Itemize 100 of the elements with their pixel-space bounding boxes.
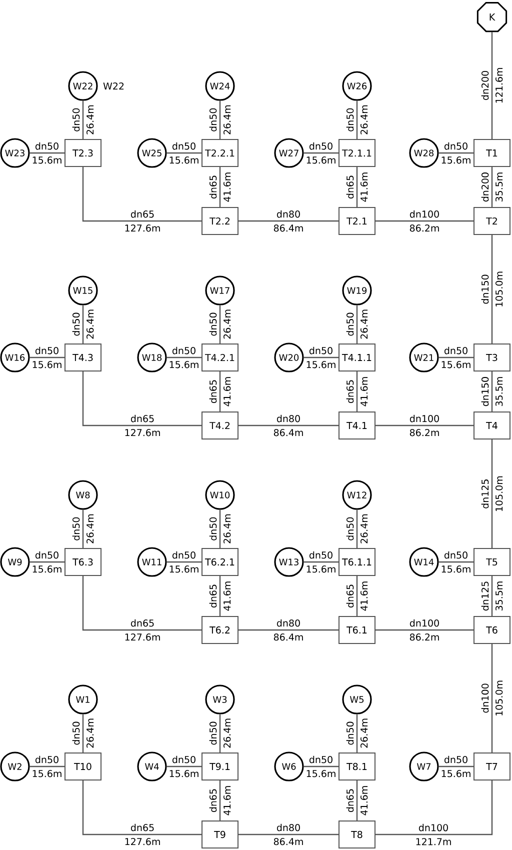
edge-label: dn80 86.4m bbox=[274, 210, 303, 232]
connector-line bbox=[238, 220, 338, 222]
edge-label: dn65 41.6m bbox=[209, 172, 231, 202]
edge-label: dn50 15.6m bbox=[32, 346, 62, 368]
junction-box: T2.3 bbox=[64, 139, 102, 167]
junction-box: T10 bbox=[64, 752, 102, 780]
connector-line bbox=[376, 780, 493, 836]
connector-line bbox=[491, 235, 493, 344]
connector-line bbox=[491, 167, 493, 207]
connector-line bbox=[219, 714, 221, 752]
junction-box: T6.3 bbox=[64, 548, 102, 576]
junction-box: T8 bbox=[338, 820, 376, 848]
connector-line bbox=[219, 510, 221, 548]
edge-label: dn65 127.6m bbox=[125, 619, 160, 641]
connector-line bbox=[304, 152, 338, 154]
edge-label: dn65 41.6m bbox=[346, 377, 368, 406]
junction-box: T9 bbox=[202, 820, 238, 848]
circle-node: W20 bbox=[274, 342, 304, 372]
junction-box: T2.2.1 bbox=[202, 139, 238, 167]
connector-line bbox=[491, 576, 493, 616]
circle-node: W18 bbox=[137, 342, 167, 372]
circle-node: W4 bbox=[137, 752, 167, 782]
circle-node: W9 bbox=[0, 547, 30, 577]
connector-line bbox=[219, 100, 221, 139]
connector-line bbox=[30, 766, 64, 768]
connector-line bbox=[491, 372, 493, 412]
circle-node: W23 bbox=[0, 138, 30, 168]
junction-box: T6.1 bbox=[338, 616, 376, 644]
circle-node: W11 bbox=[137, 547, 167, 577]
junction-box: T4.3 bbox=[64, 344, 102, 372]
circle-node: W17 bbox=[205, 276, 235, 306]
edge-label: dn100 86.2m bbox=[410, 414, 439, 436]
connector-line bbox=[356, 305, 358, 344]
connector-line bbox=[82, 714, 84, 752]
connector-line bbox=[356, 780, 358, 820]
circle-node: W14 bbox=[409, 547, 439, 577]
edge-label: dn50 15.6m bbox=[32, 756, 62, 778]
connector-line bbox=[491, 440, 493, 548]
circle-node: W13 bbox=[274, 547, 304, 577]
connector-line bbox=[356, 576, 358, 616]
connector-line bbox=[376, 220, 474, 222]
junction-box: T2 bbox=[474, 207, 510, 235]
edge-label: dn50 15.6m bbox=[442, 142, 470, 164]
connector-line bbox=[304, 561, 338, 563]
connector-line bbox=[356, 167, 358, 207]
edge-label: dn50 26.4m bbox=[209, 718, 231, 748]
edge-label: dn80 86.4m bbox=[274, 824, 303, 846]
junction-box: T6.2.1 bbox=[202, 548, 238, 576]
circle-node: W26 bbox=[342, 71, 372, 101]
edge-label: dn100 121.7m bbox=[416, 824, 451, 846]
connector-line bbox=[438, 356, 474, 358]
circle-node: W6 bbox=[274, 752, 304, 782]
edge-label: dn200 35.5m bbox=[481, 172, 503, 202]
connector-line bbox=[219, 576, 221, 616]
circle-node: W28 bbox=[409, 138, 439, 168]
junction-box: T9.1 bbox=[202, 752, 238, 780]
connector-line bbox=[82, 372, 202, 426]
circle-node: W24 bbox=[205, 71, 235, 101]
edge-label: dn50 15.6m bbox=[306, 551, 336, 573]
edge-label: dn50 15.6m bbox=[170, 551, 198, 573]
connector-line bbox=[82, 305, 84, 344]
edge-label: dn50 26.4m bbox=[346, 718, 368, 748]
connector-line bbox=[219, 305, 221, 344]
circle-node: W25 bbox=[137, 138, 167, 168]
connector-line bbox=[356, 510, 358, 548]
edge-label: dn50 15.6m bbox=[306, 756, 336, 778]
circle-node: W22 bbox=[68, 71, 98, 101]
edge-label: dn50 26.4m bbox=[72, 514, 94, 544]
circle-node: W21 bbox=[409, 342, 439, 372]
junction-box: T4 bbox=[474, 412, 510, 440]
edge-label: dn50 15.6m bbox=[442, 756, 470, 778]
edge-label: dn65 41.6m bbox=[209, 582, 231, 611]
connector-line bbox=[30, 152, 64, 154]
edge-label: dn50 26.4m bbox=[72, 105, 94, 134]
junction-box: T4.1 bbox=[338, 412, 376, 440]
circle-node: W3 bbox=[205, 684, 235, 714]
edge-label: dn50 15.6m bbox=[306, 142, 336, 164]
circle-node: W10 bbox=[205, 480, 235, 510]
junction-box: T7 bbox=[474, 752, 510, 780]
edge-label: dn50 15.6m bbox=[32, 142, 62, 164]
circle-node: W19 bbox=[342, 276, 372, 306]
connector-line bbox=[304, 766, 338, 768]
edge-label: dn50 26.4m bbox=[209, 310, 231, 339]
junction-box: T3 bbox=[474, 344, 510, 372]
edge-label: dn50 15.6m bbox=[170, 756, 198, 778]
junction-box: T6 bbox=[474, 616, 510, 644]
edge-label: dn50 15.6m bbox=[170, 346, 198, 368]
edge-label: dn65 41.6m bbox=[209, 786, 231, 816]
edge-label: dn50 15.6m bbox=[170, 142, 198, 164]
connector-line bbox=[82, 100, 84, 139]
circle-node: W12 bbox=[342, 480, 372, 510]
connector-line bbox=[376, 629, 474, 631]
connector-line bbox=[219, 372, 221, 412]
connector-line bbox=[166, 561, 202, 563]
edge-label: dn200 121.6m bbox=[481, 68, 503, 103]
edge-label: dn50 15.6m bbox=[306, 346, 336, 368]
connector-line bbox=[82, 576, 202, 631]
circle-node: W2 bbox=[0, 752, 30, 782]
connector-line bbox=[438, 152, 474, 154]
connector-line bbox=[166, 356, 202, 358]
